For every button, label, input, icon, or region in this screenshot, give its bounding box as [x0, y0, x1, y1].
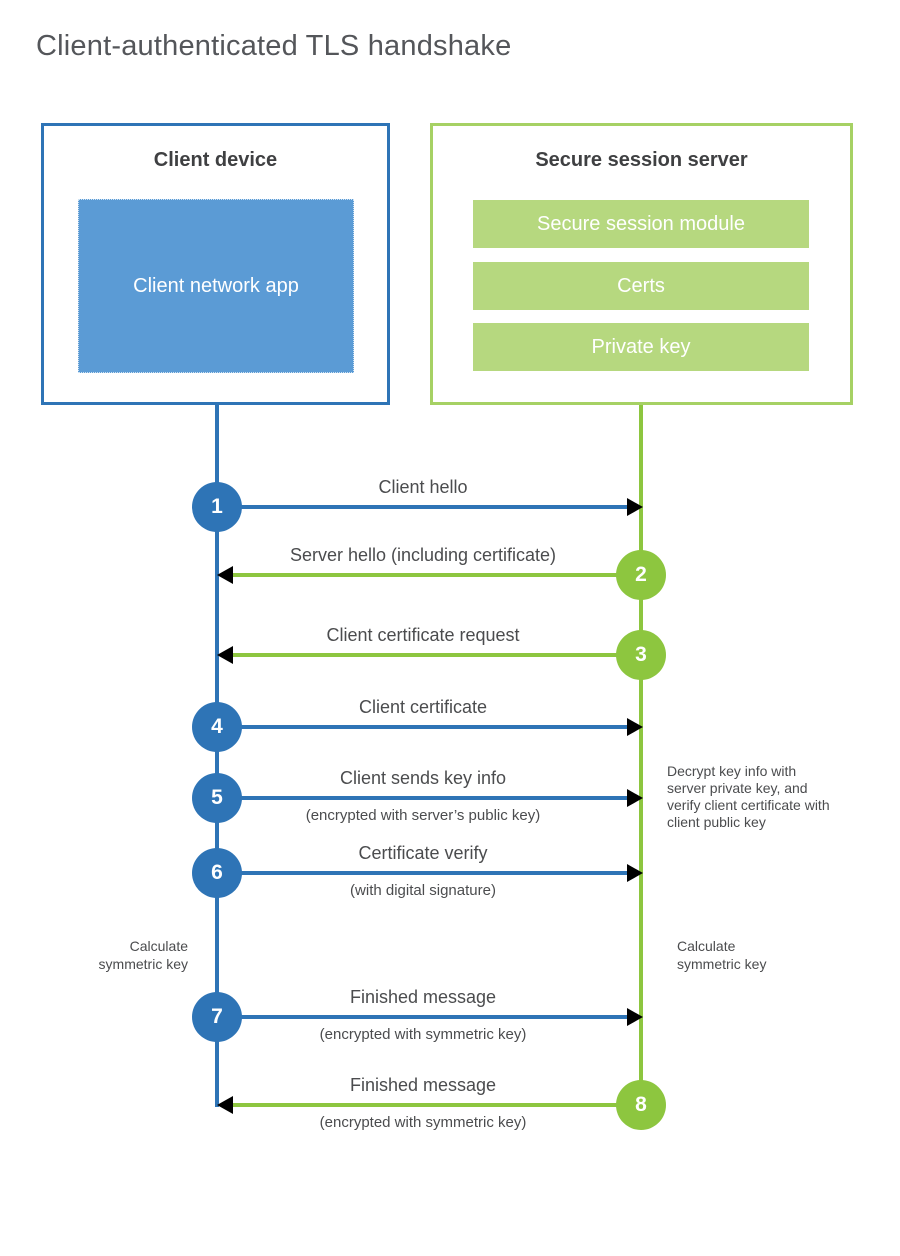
message-sublabel: (encrypted with server’s public key)	[305, 807, 541, 824]
message-sublabel: (encrypted with symmetric key)	[319, 1114, 527, 1131]
server-module-certs: Certs	[473, 262, 809, 310]
arrow-left-icon	[217, 566, 233, 584]
message-label: Client sends key info	[339, 768, 507, 788]
page-title: Client-authenticated TLS handshake	[36, 30, 512, 62]
arrow-right-icon	[627, 1008, 643, 1026]
message-label: Client hello	[378, 477, 468, 497]
arrow-line	[233, 653, 641, 657]
message-label: Client certificate	[358, 697, 488, 717]
message-label: Finished message	[349, 1075, 497, 1095]
step-badge: 3	[616, 630, 666, 680]
step-badge: 4	[192, 702, 242, 752]
message-label: Client certificate request	[326, 625, 520, 645]
server-lifeline	[639, 405, 643, 1106]
arrow-line	[219, 871, 627, 875]
arrow-line	[219, 725, 627, 729]
step-badge: 1	[192, 482, 242, 532]
message-label: Server hello (including certificate)	[289, 545, 557, 565]
message-sublabel: (with digital signature)	[350, 882, 496, 899]
arrow-line	[219, 1015, 627, 1019]
message-label: Certificate verify	[358, 843, 488, 863]
arrow-line	[233, 1103, 641, 1107]
message-sublabel: (encrypted with symmetric key)	[319, 1026, 527, 1043]
arrow-right-icon	[627, 718, 643, 736]
arrow-left-icon	[217, 1096, 233, 1114]
server-module-label: Certs	[617, 274, 665, 297]
arrow-right-icon	[627, 789, 643, 807]
server-calculate-symmetric-key-note: Calculate symmetric key	[677, 938, 767, 972]
message-label: Finished message	[349, 987, 497, 1007]
secure-session-server-title: Secure session server	[535, 149, 748, 171]
server-module-label: Secure session module	[537, 212, 745, 235]
arrow-line	[233, 573, 641, 577]
arrow-line	[219, 505, 627, 509]
server-module-private-key: Private key	[473, 323, 809, 371]
step-badge: 7	[192, 992, 242, 1042]
step-badge: 8	[616, 1080, 666, 1130]
step-badge: 5	[192, 773, 242, 823]
client-network-app-box: Client network app	[78, 199, 354, 373]
server-module-label: Private key	[591, 335, 691, 358]
step-badge: 6	[192, 848, 242, 898]
arrow-right-icon	[627, 864, 643, 882]
arrow-right-icon	[627, 498, 643, 516]
arrow-left-icon	[217, 646, 233, 664]
client-lifeline	[215, 405, 219, 1107]
client-device-title: Client device	[153, 149, 278, 171]
arrow-line	[219, 796, 627, 800]
server-module-secure-session: Secure session module	[473, 200, 809, 248]
step-badge: 2	[616, 550, 666, 600]
client-network-app-label: Client network app	[133, 275, 299, 297]
client-calculate-symmetric-key-note: Calculate symmetric key	[98, 938, 188, 972]
server-decrypt-note: Decrypt key info with server private key…	[667, 763, 830, 830]
